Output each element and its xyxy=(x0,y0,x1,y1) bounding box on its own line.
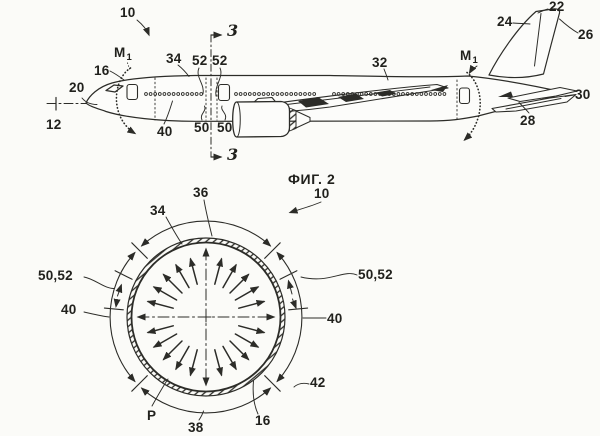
ref-label-M1: M1 xyxy=(114,45,132,63)
exhaust-hatch xyxy=(289,107,297,132)
ref-label-40: 40 xyxy=(327,311,343,326)
frame-spacing-bracket-right xyxy=(279,270,309,311)
crosshair-axes xyxy=(136,247,276,387)
ref-label-42: 42 xyxy=(310,375,326,390)
cross-section-leaders xyxy=(83,199,358,421)
ref-label-16: 16 xyxy=(255,413,271,428)
ref-label-P: P xyxy=(147,408,157,423)
ref-label-12: 12 xyxy=(46,117,62,132)
section-line-3-3 xyxy=(210,31,223,161)
cockpit-window xyxy=(105,84,124,93)
figure-caption: ФИГ. 2 xyxy=(288,171,336,187)
ref-label-3: 3 xyxy=(227,21,239,40)
ref-label-34: 34 xyxy=(150,203,166,218)
ref-label-M1: M1 xyxy=(460,48,478,66)
ref-label-52: 52 xyxy=(192,53,208,68)
passenger-windows xyxy=(144,92,447,96)
frame-spacing-bracket-left xyxy=(103,270,133,311)
ref-label-32: 32 xyxy=(372,55,388,70)
ref-label-40: 40 xyxy=(61,302,77,317)
ref-label-38: 38 xyxy=(188,420,204,435)
frame-lines xyxy=(154,77,458,122)
datum-centerline xyxy=(46,96,89,111)
ref-label-40: 40 xyxy=(157,124,173,139)
ref-label-10: 10 xyxy=(314,186,330,201)
horizontal-stabilizer xyxy=(491,86,578,113)
ref-label-20: 20 xyxy=(69,80,85,95)
radial-pressure-arrows xyxy=(146,257,266,377)
side-view-leaders xyxy=(81,8,579,125)
doors xyxy=(126,83,471,105)
cross-section-figure xyxy=(83,199,358,421)
vertical-stabilizer xyxy=(488,8,561,79)
ref-label-16: 16 xyxy=(94,63,110,78)
ref-label-24: 24 xyxy=(497,14,513,29)
wingtip xyxy=(431,85,448,92)
ref-label-52: 52 xyxy=(212,53,228,68)
ref-label-5052: 50,52 xyxy=(358,267,393,282)
ref-label-28: 28 xyxy=(520,113,536,128)
ref-label-50: 50 xyxy=(194,120,210,135)
aircraft-side-view xyxy=(46,8,579,161)
ref-label-30: 30 xyxy=(575,87,591,102)
engine-nacelle xyxy=(232,96,311,138)
ref-label-10: 10 xyxy=(120,5,136,20)
ref-label-26: 26 xyxy=(578,27,594,42)
ref-label-50: 50 xyxy=(217,120,233,135)
hoop-arc-tail xyxy=(463,64,481,142)
ref-label-22: 22 xyxy=(549,0,565,14)
hoop-direction-arcs xyxy=(109,220,303,414)
ref-label-34: 34 xyxy=(166,51,182,66)
ref-label-36: 36 xyxy=(193,185,209,200)
ref-label-3: 3 xyxy=(227,145,239,164)
ref-label-5052: 50,52 xyxy=(38,268,73,283)
hoop-arc-nose xyxy=(115,62,137,135)
